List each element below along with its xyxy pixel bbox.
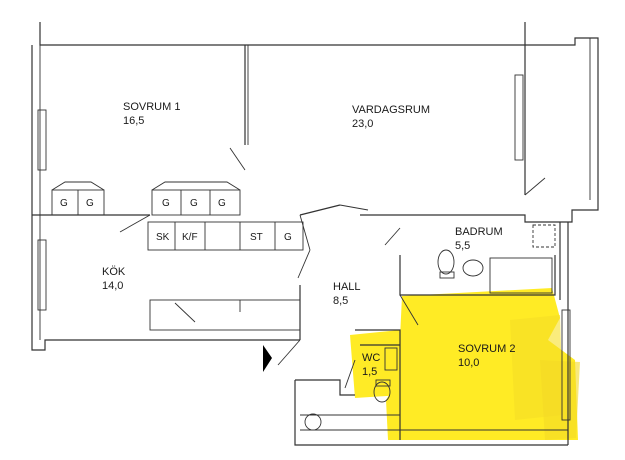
- kf-label: K/F: [182, 232, 198, 243]
- st-label: ST: [250, 232, 263, 243]
- sovrum-2-name: SOVRUM 2: [458, 343, 515, 355]
- kitchen-fixtures: [147, 221, 304, 331]
- wardrobe-label: G: [60, 198, 68, 209]
- kok-name: KÖK: [102, 266, 126, 278]
- walls: [31, 22, 599, 446]
- doors: [119, 147, 546, 389]
- highlight-sovrum-2: [350, 288, 580, 440]
- sovrum-2-area: 10,0: [458, 357, 479, 369]
- wardrobe-label: G: [218, 198, 226, 209]
- badrum-area: 5,5: [455, 240, 470, 252]
- bathroom-fixtures: [304, 224, 556, 431]
- vardagsrum-area: 23,0: [352, 118, 373, 130]
- wardrobe-label: G: [284, 232, 292, 243]
- wardrobe-label: G: [86, 198, 94, 209]
- sovrum-1-name: SOVRUM 1: [123, 101, 180, 113]
- entrance-arrow-icon: [263, 345, 272, 372]
- sk-label: SK: [156, 232, 170, 243]
- wc-name: WC: [362, 352, 380, 364]
- vardagsrum-name: VARDAGSRUM: [352, 104, 430, 116]
- sovrum-1-area: 16,5: [123, 115, 144, 127]
- wardrobe-label: G: [162, 198, 170, 209]
- wc-area: 1,5: [362, 366, 377, 378]
- hall-area: 8,5: [333, 295, 348, 307]
- kok-area: 14,0: [102, 280, 123, 292]
- wardrobes: [51, 181, 241, 216]
- hall-name: HALL: [333, 281, 361, 293]
- badrum-name: BADRUM: [455, 226, 503, 238]
- wardrobe-label: G: [190, 198, 198, 209]
